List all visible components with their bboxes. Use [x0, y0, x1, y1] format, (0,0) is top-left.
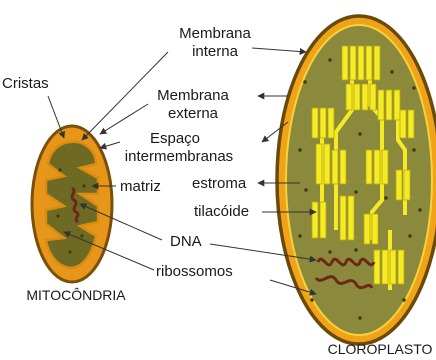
label-membrana-externa-line1: Membrana [157, 87, 229, 104]
label-tilacoide: tilacóide [194, 203, 249, 220]
label-espaco-line2: intermembranas [125, 148, 233, 165]
arrow-membrana-interna-mito [82, 52, 168, 140]
label-membrana-externa-line2: externa [168, 105, 219, 122]
label-ribossomos: ribossomos [156, 263, 233, 280]
label-membrana-interna-line2: interna [192, 43, 239, 60]
caption-cloroplasto: CLOROPLASTO [328, 341, 433, 357]
label-cristas: Cristas [2, 75, 49, 92]
mitochondrion [32, 126, 112, 282]
label-dna: DNA [170, 233, 202, 250]
label-matriz: matriz [120, 178, 161, 195]
mitochondrion-granule [56, 214, 59, 217]
mitochondrion-granule [58, 168, 61, 171]
label-membrana-interna-line1: Membrana [179, 25, 251, 42]
mitochondrion-granule [68, 250, 71, 253]
caption-mitocondria: MITOCÔNDRIA [26, 287, 126, 303]
chloroplast [277, 16, 436, 344]
arrow-membrana-interna-cloro [252, 48, 306, 52]
label-estroma: estroma [192, 175, 247, 192]
mitochondrion-granule [80, 234, 83, 237]
label-espaco-line1: Espaço [150, 130, 200, 147]
arrow-membrana-externa-mito [100, 104, 148, 134]
arrow-espaco-mito [100, 142, 120, 148]
mitochondrion-granule [82, 184, 85, 187]
